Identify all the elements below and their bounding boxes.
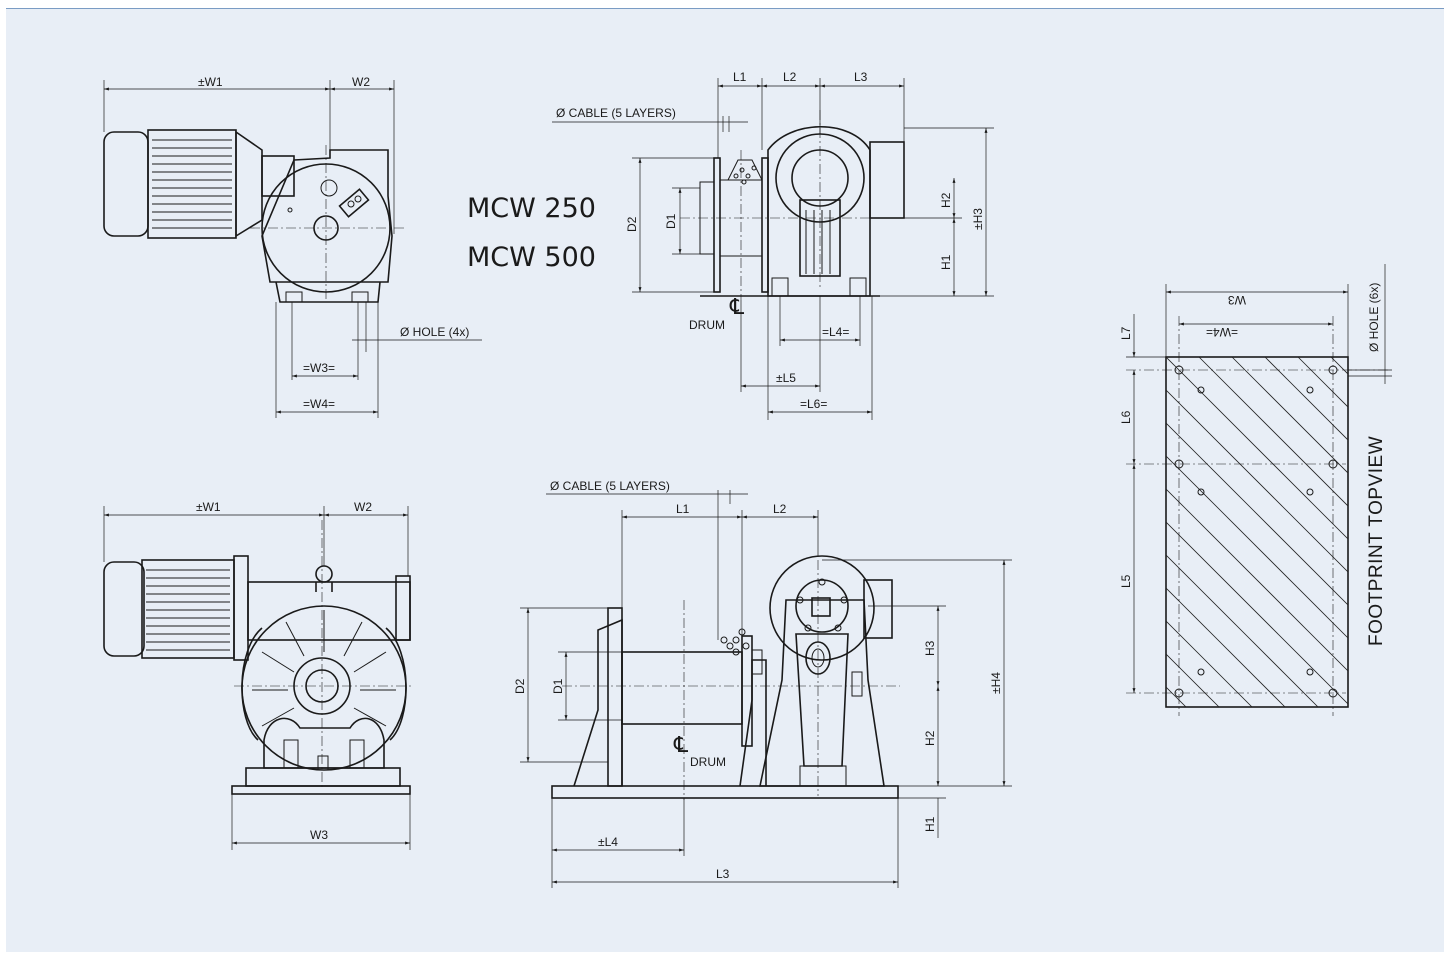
fp-dim-l7: L7	[1119, 326, 1133, 340]
dim-w1: ±W1	[198, 75, 223, 89]
drum-label-bottom: DRUM	[690, 755, 726, 769]
dim-cable-top: Ø CABLE (5 LAYERS)	[556, 106, 676, 120]
motor-top-left	[103, 129, 295, 239]
dim-h3-bottom: H3	[923, 640, 937, 656]
dim-h1-bottom: H1	[923, 816, 937, 832]
dim-w3: =W3=	[303, 361, 335, 375]
dim-w2: W2	[352, 75, 370, 89]
drum-label-top: DRUM	[689, 318, 725, 332]
dim-h2: H2	[939, 192, 953, 208]
dim-w1-bottom: ±W1	[196, 500, 221, 514]
model-label-2: MCW 500	[467, 242, 596, 273]
view-bottom-left: ±W1 W2 W3	[103, 500, 412, 850]
footprint-hatching	[1166, 357, 1348, 707]
dim-l3-bottom: L3	[716, 867, 730, 881]
dim-d2-bottom: D2	[513, 678, 527, 694]
fp-dim-hole-6x: Ø HOLE (6x)	[1367, 283, 1381, 352]
fp-dim-l5: L5	[1119, 574, 1133, 588]
fp-dim-l6: L6	[1119, 410, 1133, 424]
dim-hole-4x: Ø HOLE (4x)	[400, 325, 469, 339]
centerline-symbol: ℄	[729, 295, 745, 320]
dim-l6: =L6=	[800, 397, 827, 411]
dim-l1: L1	[733, 70, 747, 84]
dim-w3-bottom: W3	[310, 828, 328, 842]
dim-d1: D1	[664, 213, 678, 229]
view-top-middle: L1 L2 L3 Ø CABLE (5 LAYERS) D2 D1 H2 H1 …	[552, 70, 994, 420]
dim-l4: =L4=	[822, 325, 849, 339]
dim-l1-bottom: L1	[676, 502, 690, 516]
footprint-holes	[1174, 365, 1338, 698]
footprint-title: FOOTPRINT TOPVIEW	[1366, 436, 1387, 646]
dim-h3: ±H3	[971, 208, 985, 230]
dim-d1-bottom: D1	[551, 678, 565, 694]
dim-h1: H1	[939, 254, 953, 270]
view-bottom-middle: Ø CABLE (5 LAYERS) L1 L2 D2 D1 H3 H2 H1 …	[513, 479, 1012, 888]
dim-l2-bottom: L2	[773, 502, 787, 516]
view-footprint: W3 =W4= Ø HOLE (6x) L7 L6 L5 FOOTPRINT T…	[1119, 264, 1392, 716]
dim-w2-bottom: W2	[354, 500, 372, 514]
dim-w4: =W4=	[303, 397, 335, 411]
fp-dim-w3: W3	[1228, 293, 1246, 307]
dim-l4-bottom: ±L4	[598, 835, 618, 849]
dim-l3: L3	[854, 70, 868, 84]
dim-cable-bottom: Ø CABLE (5 LAYERS)	[550, 479, 670, 493]
fp-dim-w4: =W4=	[1206, 325, 1238, 339]
dim-h2-bottom: H2	[923, 730, 937, 746]
dim-l2: L2	[783, 70, 797, 84]
centerline-symbol-bottom: ℄	[673, 733, 689, 758]
dim-d2: D2	[625, 216, 639, 232]
dim-l5: ±L5	[776, 371, 796, 385]
dim-h4-bottom: ±H4	[989, 672, 1003, 694]
model-label-1: MCW 250	[467, 193, 596, 224]
view-top-left: ±W1 W2 Ø HOLE (4x) =W3= =W4=	[103, 75, 482, 418]
